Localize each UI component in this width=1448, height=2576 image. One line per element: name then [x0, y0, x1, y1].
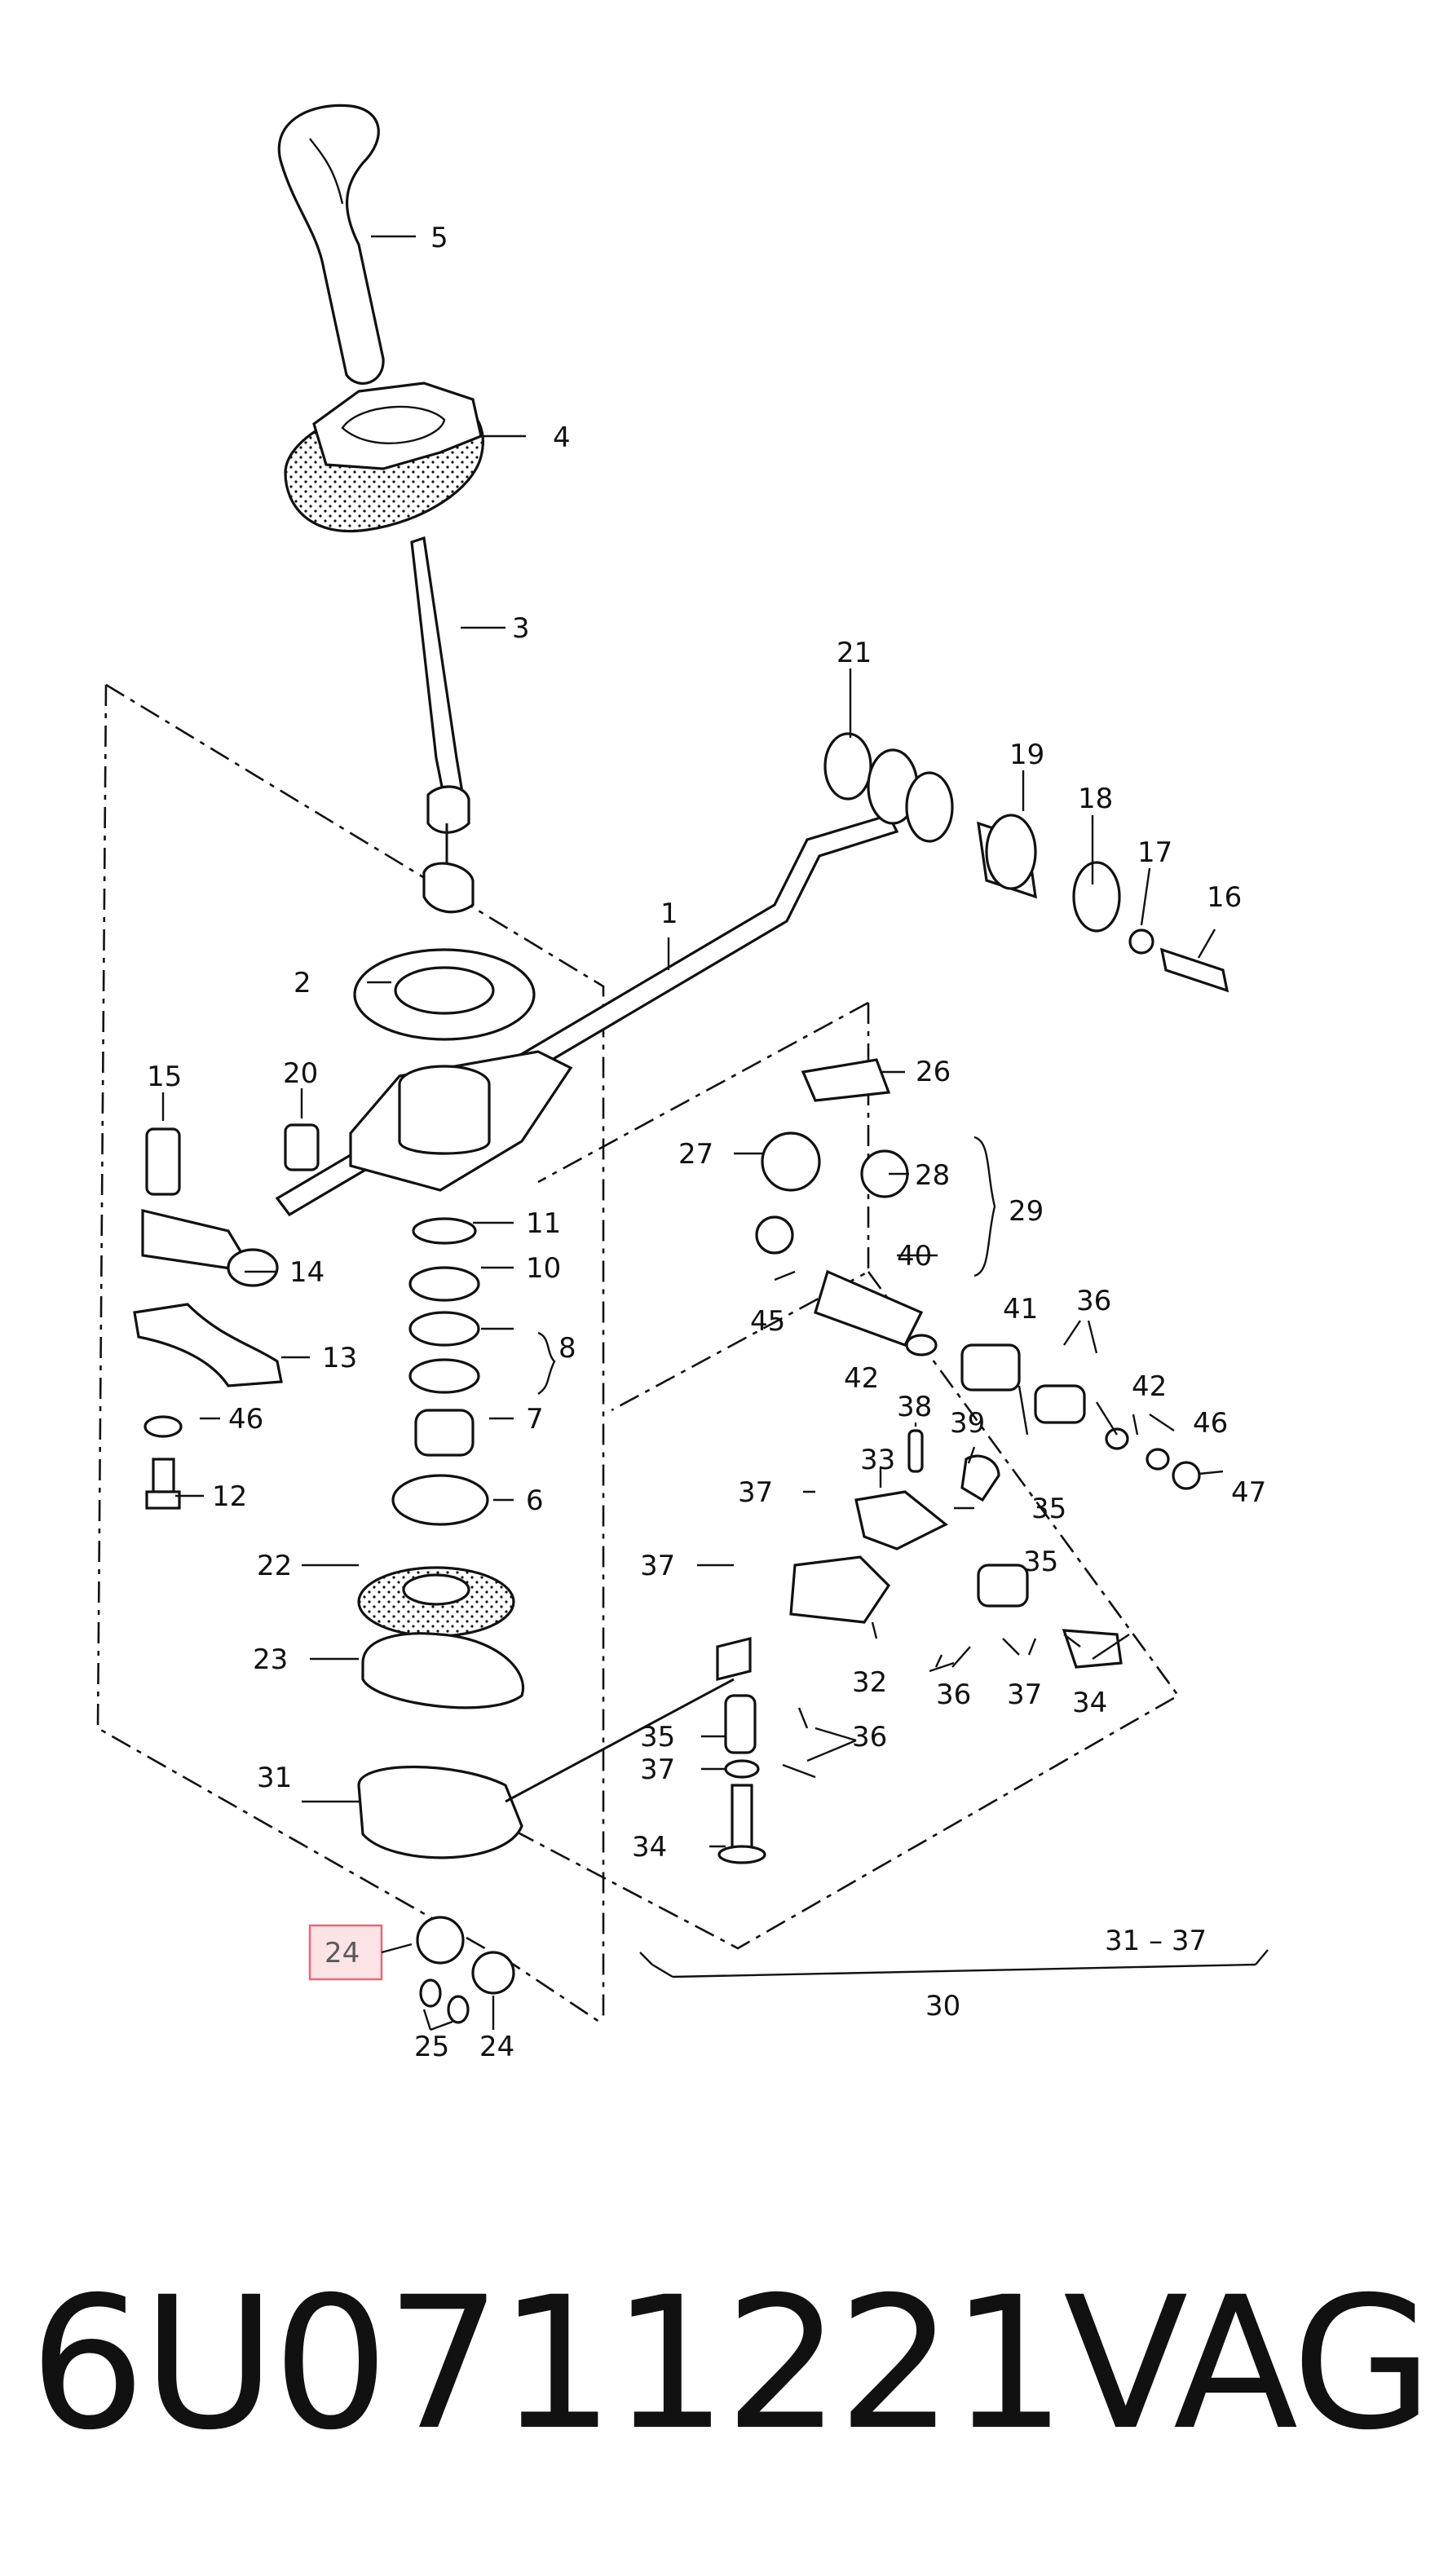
callout-38: 38	[897, 1391, 932, 1423]
callout-5: 5	[430, 222, 448, 254]
callout-26: 26	[916, 1056, 951, 1088]
callout-36: 36	[1076, 1285, 1111, 1317]
callout-13: 13	[322, 1342, 357, 1374]
lower-housing-parts	[357, 1566, 735, 1859]
ball-socket-parts	[416, 1916, 515, 2024]
callout-36c: 36	[852, 1721, 887, 1753]
assembly-boundary-linkage	[505, 1001, 1180, 1950]
callout-29: 29	[1009, 1195, 1044, 1228]
callout-31-37: 31 – 37	[1105, 1925, 1207, 1957]
rod-end-parts	[823, 732, 1229, 993]
callout-46b: 46	[228, 1403, 263, 1436]
callout-11: 11	[526, 1207, 561, 1240]
callout-23: 23	[253, 1643, 288, 1676]
callout-1: 1	[660, 898, 678, 930]
callout-34: 34	[1072, 1687, 1107, 1719]
callout-32: 32	[852, 1666, 887, 1699]
callout-4: 4	[553, 421, 571, 454]
callout-37d: 37	[640, 1753, 675, 1786]
callout-19: 19	[1009, 739, 1044, 771]
callout-37b: 37	[640, 1550, 675, 1582]
callout-arrows	[381, 1136, 1098, 2031]
part-number: 6U0711221	[29, 2257, 1066, 2470]
callout-18: 18	[1078, 783, 1113, 815]
callout-46: 46	[1193, 1407, 1228, 1440]
linkage-parts	[716, 1058, 1201, 1864]
lever-housing	[353, 948, 536, 1041]
callout-40: 40	[897, 1240, 932, 1273]
callout-39: 39	[950, 1407, 985, 1440]
shift-boot	[284, 382, 484, 533]
exploded-parts-diagram: 5 4 3 21 19 18 17 16 1 2 15 20 26 27 28 …	[96, 104, 1269, 2063]
callout-31: 31	[257, 1762, 292, 1794]
callout-22: 22	[257, 1550, 292, 1582]
callout-33: 33	[860, 1444, 895, 1476]
assembly-boundary-main	[96, 683, 605, 2023]
callout-8: 8	[558, 1332, 576, 1365]
callout-42b: 42	[1132, 1370, 1167, 1403]
callout-35c: 35	[640, 1721, 675, 1753]
callout-2: 2	[294, 967, 311, 999]
callout-20: 20	[283, 1057, 318, 1090]
callout-16: 16	[1207, 881, 1242, 914]
center-stack-parts	[391, 1217, 489, 1526]
callout-30: 30	[925, 1990, 960, 2022]
callout-highlight-box	[308, 1924, 383, 1981]
callout-45: 45	[750, 1305, 785, 1338]
callout-35b: 35	[1023, 1546, 1058, 1578]
callout-labels: 5 4 3 21 19 18 17 16 1 2 15 20 26 27 28 …	[147, 222, 1266, 2063]
callout-12: 12	[212, 1480, 247, 1513]
callout-17: 17	[1137, 836, 1172, 869]
shift-knob	[277, 104, 385, 385]
gear-lever-rod	[410, 536, 475, 914]
callout-27: 27	[678, 1138, 713, 1171]
callout-35: 35	[1031, 1493, 1066, 1525]
callout-24: 24	[479, 2031, 514, 2063]
callout-37c: 37	[1007, 1678, 1042, 1711]
callout-10: 10	[526, 1252, 561, 1285]
callout-7: 7	[526, 1403, 544, 1436]
leader-lines	[161, 235, 1269, 1978]
callout-14: 14	[289, 1256, 324, 1289]
callout-15: 15	[147, 1061, 182, 1093]
callout-34b: 34	[632, 1831, 667, 1864]
callout-24-highlighted: 24	[324, 1937, 360, 1969]
callout-47: 47	[1231, 1476, 1266, 1509]
callout-6: 6	[526, 1484, 544, 1517]
left-bracket-parts	[133, 1123, 320, 1510]
part-number-footer: 6U0711221 VAG	[29, 2257, 1433, 2470]
callout-41: 41	[1003, 1293, 1038, 1325]
lever-bearing-bracket	[349, 1050, 573, 1192]
callout-21: 21	[837, 637, 872, 669]
callout-36b: 36	[936, 1678, 971, 1711]
callout-42: 42	[844, 1362, 879, 1395]
callout-37: 37	[738, 1476, 773, 1509]
callout-25: 25	[414, 2031, 449, 2063]
callout-3: 3	[512, 612, 530, 645]
callout-28: 28	[915, 1159, 950, 1192]
brand-name: VAG	[1063, 2257, 1433, 2470]
